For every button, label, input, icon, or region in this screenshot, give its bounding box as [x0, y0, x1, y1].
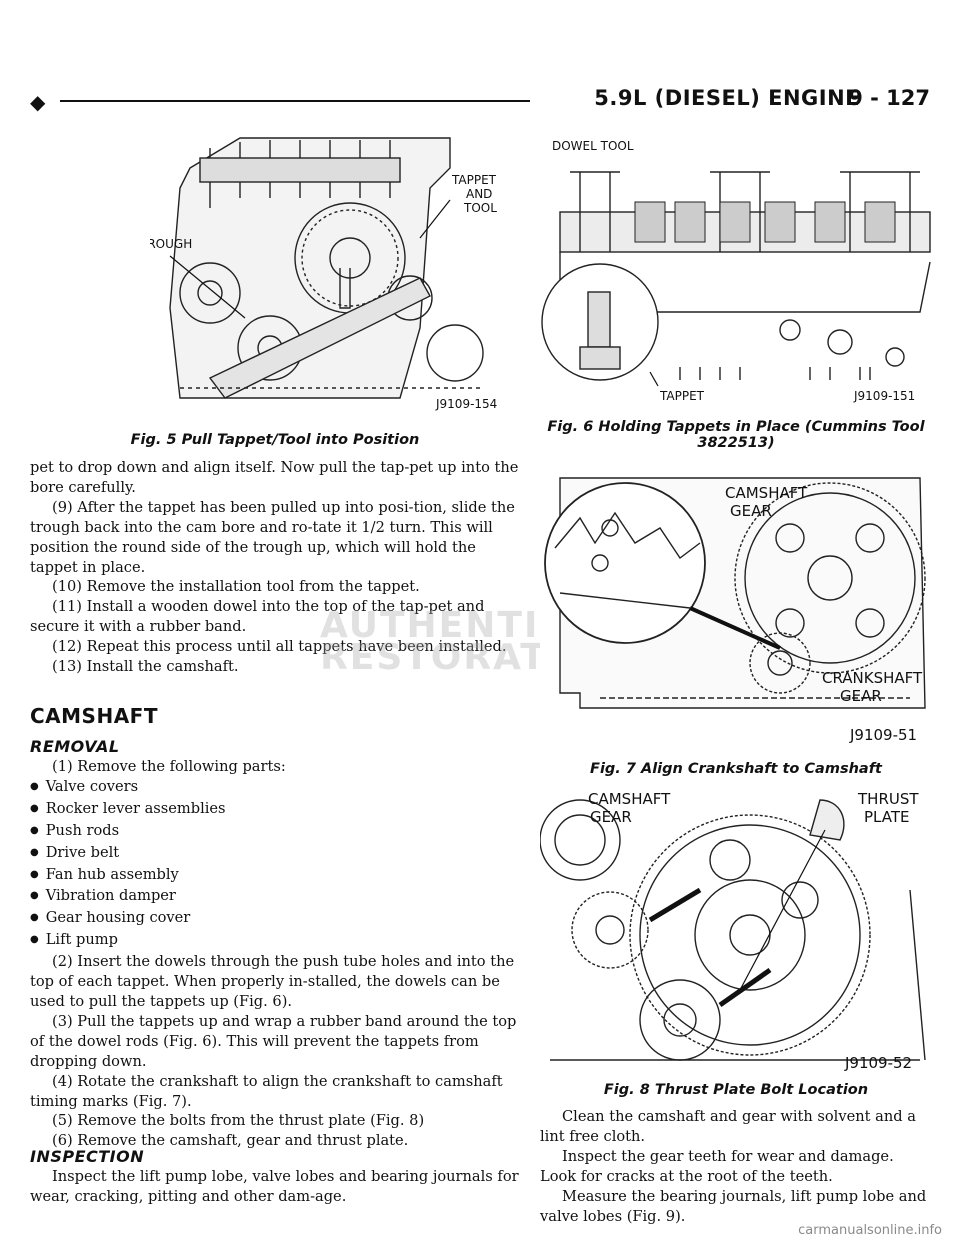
paragraph: (1) Remove the following parts:: [52, 758, 286, 775]
list-item: Push rods: [30, 821, 520, 843]
paragraph: pet to drop down and align itself. Now p…: [30, 459, 519, 496]
list-item: Vibration damper: [30, 886, 520, 908]
right-body-text: Clean the camshaft and gear with solvent…: [540, 1107, 932, 1226]
paragraph: (12) Repeat this process until all tappe…: [52, 638, 507, 656]
watermark: AUTHENTIC RESTORATION: [320, 605, 627, 676]
paragraph: Clean the camshaft and gear with solvent…: [540, 1108, 916, 1145]
footer-watermark: carmanualsonline.info: [798, 1223, 942, 1238]
label-crankshaft: CRANKSHAFT: [822, 669, 923, 687]
label-dowel-tool: DOWEL TOOL: [552, 139, 634, 153]
figure-7: CAMSHAFT GEAR CRANKSHAFT GEAR J9109-51: [540, 458, 932, 748]
figure-code: J9109-51: [849, 726, 917, 744]
section-heading-camshaft: CAMSHAFT: [30, 704, 158, 728]
label-camshaft: CAMSHAFT: [588, 790, 671, 808]
paragraph: (5) Remove the bolts from the thrust pla…: [52, 1112, 425, 1130]
paragraph: Measure the bearing journals, lift pump …: [540, 1187, 927, 1225]
header-rule: [60, 100, 530, 102]
subheading-inspection: INSPECTION: [30, 1147, 145, 1166]
figure-code: J9109-52: [844, 1054, 912, 1072]
label-plate: PLATE: [864, 808, 909, 826]
label-tool: TOOL: [463, 201, 497, 215]
watermark-line: AUTHENTIC: [320, 605, 568, 646]
label-tappet: TAPPET: [659, 389, 705, 403]
label-tappet: TAPPET: [451, 173, 497, 187]
paragraph: (9) After the tappet has been pulled up …: [30, 498, 515, 576]
list-item: Rocker lever assemblies: [30, 799, 520, 821]
page-number: 9 - 127: [848, 86, 930, 110]
list-item: Lift pump: [30, 930, 520, 952]
list-item: Drive belt: [30, 843, 520, 865]
caption-line: 3822513): [697, 435, 775, 451]
paragraph: (4) Rotate the crankshaft to align the c…: [30, 1072, 503, 1110]
label-gear: GEAR: [730, 502, 772, 520]
figure-6-caption: Fig. 6 Holding Tappets in Place (Cummins…: [540, 419, 932, 451]
left-intro-text: pet to drop down and align itself. Now p…: [30, 458, 520, 677]
figure-5: TROUGH TAPPET AND TOOL J9109-154: [150, 128, 520, 420]
subheading-removal: REMOVAL: [30, 737, 120, 756]
paragraph: (2) Insert the dowels through the push t…: [30, 953, 515, 1010]
list-item: Fan hub assembly: [30, 865, 520, 887]
label-trough: TROUGH: [150, 237, 192, 251]
label-thrust: THRUST: [857, 790, 919, 808]
list-item: Gear housing cover: [30, 908, 520, 930]
list-item: Valve covers: [30, 777, 520, 799]
page-header: ◆ 5.9L (DIESEL) ENGINE 9 - 127: [30, 82, 930, 118]
figure-8: CAMSHAFT GEAR THRUST PLATE J9109-52: [540, 790, 932, 1072]
label-gear: GEAR: [840, 687, 882, 705]
caption-line: Fig. 6 Holding Tappets in Place (Cummins…: [547, 419, 925, 435]
section-title: 5.9L (DIESEL) ENGINE: [594, 86, 860, 110]
paragraph: Inspect the gear teeth for wear and dama…: [540, 1147, 894, 1185]
figure-code: J9109-154: [435, 397, 497, 411]
figure-code: J9109-151: [853, 389, 915, 403]
diamond-icon: ◆: [30, 90, 46, 114]
inspection-text: Inspect the lift pump lobe, valve lobes …: [30, 1167, 520, 1207]
label-gear: GEAR: [590, 808, 632, 826]
label-camshaft: CAMSHAFT: [725, 484, 808, 502]
figure-5-caption: Fig. 5 Pull Tappet/Tool into Position: [130, 432, 420, 448]
label-and: AND: [466, 187, 492, 201]
paragraph: (11) Install a wooden dowel into the top…: [30, 598, 485, 636]
figure-8-caption: Fig. 8 Thrust Plate Bolt Location: [603, 1082, 869, 1098]
paragraph: (13) Install the camshaft.: [52, 658, 239, 676]
paragraph: (3) Pull the tappets up and wrap a rubbe…: [30, 1012, 517, 1070]
removal-text: (1) Remove the following parts: Valve co…: [30, 757, 520, 1151]
figure-6: DOWEL TOOL TAPPET J9109-151: [540, 132, 932, 412]
figure-7-caption: Fig. 7 Align Crankshaft to Camshaft: [590, 761, 882, 777]
paragraph: (6) Remove the camshaft, gear and thrust…: [52, 1132, 409, 1150]
paragraph: Inspect the lift pump lobe, valve lobes …: [30, 1168, 519, 1205]
paragraph: (10) Remove the installation tool from t…: [52, 578, 420, 596]
